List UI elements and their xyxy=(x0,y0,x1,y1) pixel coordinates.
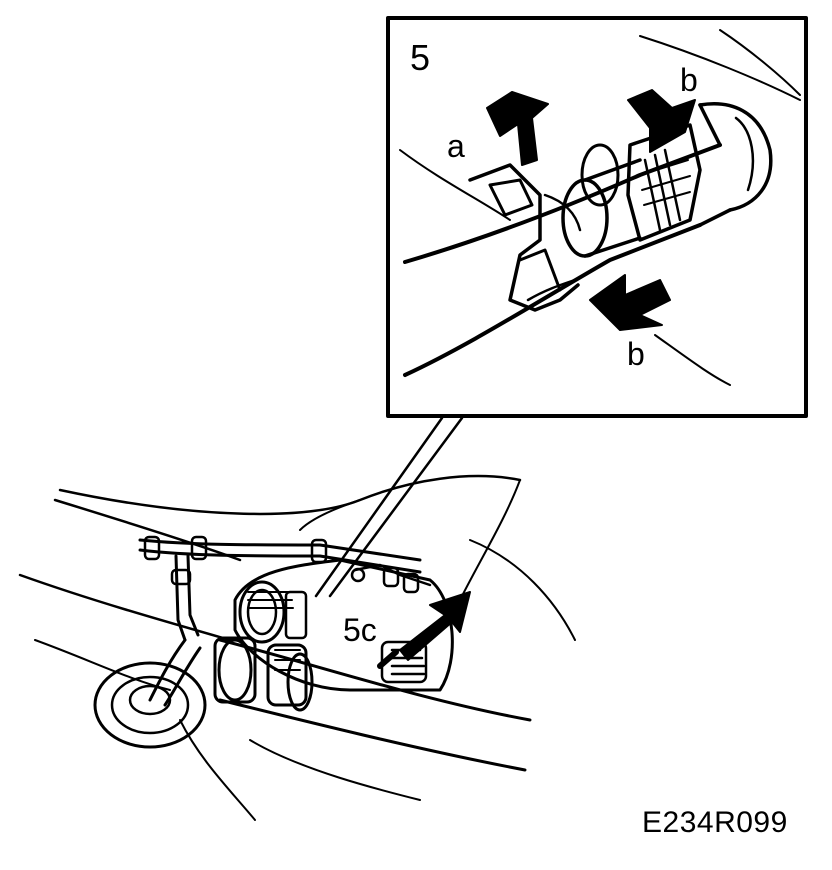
leader-line xyxy=(314,416,444,598)
arrow-down-left-icon xyxy=(627,89,696,153)
arrow-up-left-icon xyxy=(589,274,671,331)
detail-inset-frame xyxy=(386,16,808,418)
callout-b-bottom: b xyxy=(627,336,645,372)
callout-a: a xyxy=(447,128,465,164)
callout-b-top: b xyxy=(680,62,698,98)
inset-step-number: 5 xyxy=(410,37,431,78)
callout-5c: 5c xyxy=(343,612,377,648)
detail-inset-drawing xyxy=(399,29,801,386)
double-arrow-icon xyxy=(377,591,471,669)
arrow-down-left-icon xyxy=(486,91,549,166)
figure-code: E234R099 xyxy=(642,806,788,839)
main-illustration xyxy=(18,474,576,821)
leader-line xyxy=(328,416,464,598)
